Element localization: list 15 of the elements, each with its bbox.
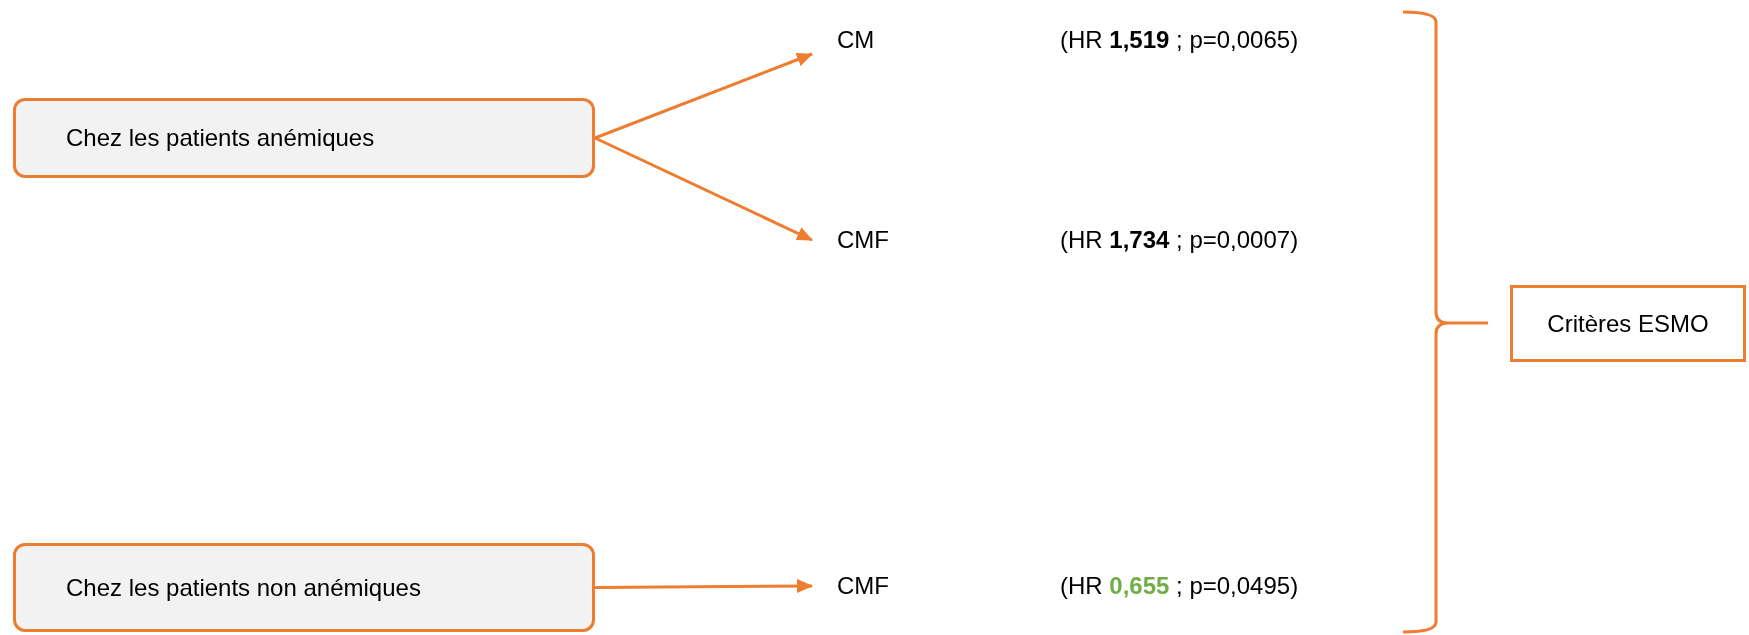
criteria-box [1510,285,1746,362]
node-text: CMF [837,574,889,598]
arrow [594,136,813,242]
process-box [13,543,595,632]
node-text: CM [837,28,875,52]
node-text: Chez les patients non anémiques [66,575,421,600]
hazard-ratio-text: (HR 1,519 ; p=0,0065) [1060,28,1299,52]
arrow [594,52,813,140]
arrow [595,579,813,594]
node-text: Critères ESMO [1547,311,1709,336]
node-text: CMF [837,228,889,252]
hazard-ratio-text: (HR 1,734 ; p=0,0007) [1060,228,1299,252]
node-text: Chez les patients anémiques [66,126,375,150]
process-box [13,98,595,178]
hazard-ratio-text: (HR 0,655 ; p=0,0495) [1060,574,1299,598]
